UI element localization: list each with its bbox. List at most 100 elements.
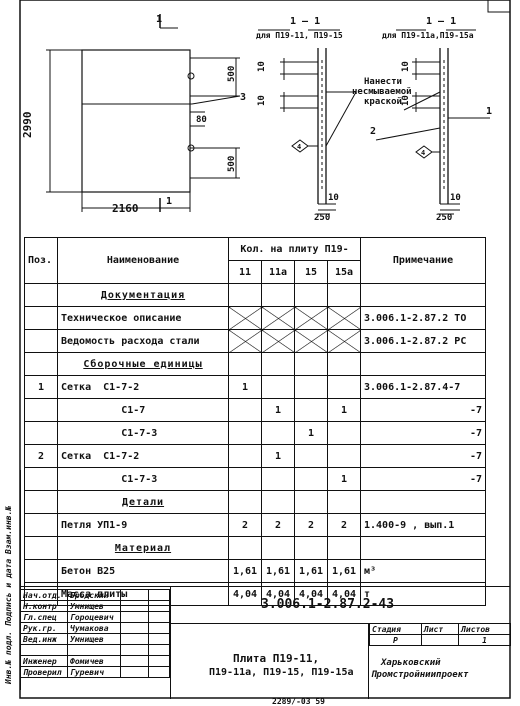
- spec-qty: [294, 467, 328, 491]
- signature-sign: [120, 611, 149, 623]
- spec-qty: [294, 283, 328, 307]
- spec-name: Ведомость расхода стали: [57, 329, 229, 353]
- stage-cell: Стадия Лист Листов Р 1 Харьковский Промс…: [368, 623, 511, 699]
- spec-pos: 2: [24, 444, 58, 468]
- stage-label: Стадия: [369, 623, 422, 635]
- spec-qty: 1,61: [294, 559, 328, 583]
- doc-code: 3.006.1-2.87.2-43: [261, 597, 395, 612]
- title-cell: Плита П19-11, П19-11а, П19-15, П19-15а: [170, 623, 369, 699]
- signature-sign: [120, 666, 149, 678]
- org-line1: Харьковский: [381, 658, 441, 668]
- section1-label: 1 — 1: [290, 16, 321, 27]
- spec-row: Ведомость расхода стали 3.006.1-2.87.2 РС: [24, 329, 486, 353]
- sheet-value: [420, 634, 460, 646]
- qty-col: 11а: [261, 260, 295, 284]
- spec-qty: [294, 329, 328, 353]
- plan-section-mark-top: 1: [156, 14, 163, 25]
- spec-qty: [294, 398, 328, 422]
- spec-note: -7: [360, 467, 486, 491]
- spec-qty: [228, 329, 262, 353]
- spec-note: м³: [360, 559, 486, 583]
- spec-qty: [261, 467, 295, 491]
- spec-qty: [261, 536, 295, 560]
- spec-note: [360, 283, 486, 307]
- spec-qty: [261, 329, 295, 353]
- spec-qty: 2: [261, 513, 295, 537]
- spec-pos: [24, 513, 58, 537]
- spec-qty: 1,61: [228, 559, 262, 583]
- spec-pos: [24, 306, 58, 330]
- signature-date: [148, 655, 170, 667]
- spec-name: Техническое описание: [57, 306, 229, 330]
- plan-view: [46, 14, 241, 212]
- signature-date: [148, 600, 170, 612]
- dim-top: 500: [227, 65, 237, 82]
- spec-name: Бетон В25: [57, 559, 229, 583]
- spec-qty: [261, 306, 295, 330]
- signature-name: Гуревич: [67, 666, 121, 678]
- spec-qty: [327, 536, 361, 560]
- spec-qty: [228, 444, 262, 468]
- spec-note: 3.006.1-2.87.2 РС: [360, 329, 486, 353]
- spec-qty: [327, 306, 361, 330]
- spec-name: С1-7-3: [57, 421, 229, 445]
- spec-row: Детали: [24, 490, 486, 514]
- signature-role: Гл.спец: [20, 611, 68, 623]
- leader-2: 2: [370, 126, 377, 137]
- spec-qty: 1: [228, 375, 262, 399]
- section-right: [375, 29, 490, 215]
- spec-qty: [327, 352, 361, 376]
- spec-row: Документация: [24, 283, 486, 307]
- signature-role: Инженер: [20, 655, 68, 667]
- signature-name: Умнищев: [67, 600, 121, 612]
- dim-10-left-b: 10: [257, 95, 267, 106]
- spec-note: 3.006.1-2.87.2 ТО: [360, 306, 486, 330]
- signature-sign: [120, 622, 149, 634]
- dim-250-left: 250: [314, 213, 331, 223]
- signature-row: Рук.гр.Чумакова: [20, 622, 170, 634]
- spec-qty: 1: [294, 421, 328, 445]
- spec-qty: 1: [327, 467, 361, 491]
- spec-qty: [327, 283, 361, 307]
- spec-name: Сетка С1-7-2: [57, 375, 229, 399]
- spec-pos: [24, 467, 58, 491]
- spec-qty: 1,61: [261, 559, 295, 583]
- signature-role: Н.контр: [20, 600, 68, 612]
- section-left: [258, 29, 357, 215]
- spec-qty: 1,61: [327, 559, 361, 583]
- spec-qty: [327, 329, 361, 353]
- leader-1: 1: [486, 106, 493, 117]
- sheets-value: 1: [458, 634, 511, 646]
- spec-qty: [327, 421, 361, 445]
- dim-250-right: 250: [436, 213, 453, 223]
- spec-qty: [294, 375, 328, 399]
- doc-code-cell: 3.006.1-2.87.2-43: [170, 587, 511, 624]
- signature-name: Умнищев: [67, 633, 121, 645]
- spec-note: 3.006.1-2.87.4-7: [360, 375, 486, 399]
- spec-qty: [228, 490, 262, 514]
- signature-date: [148, 589, 170, 601]
- signature-date: [148, 633, 170, 645]
- spec-row: Техническое описание 3.006.1-2.87.2 ТО: [24, 306, 486, 330]
- org-line2: Промстройниипроект: [371, 670, 469, 680]
- header-qty: Кол. на плиту П19-: [228, 237, 361, 261]
- signature-row: Нач.отд.Бродский: [20, 589, 170, 601]
- note-line3: краской: [364, 97, 402, 107]
- footer-code: 2289/-03 59: [272, 697, 325, 706]
- spec-qty: 2: [228, 513, 262, 537]
- signature-date: [148, 611, 170, 623]
- plan-section-mark-bottom: 1: [166, 196, 173, 207]
- title-block: 3.006.1-2.87.2-43 Плита П19-11, П19-11а,…: [20, 586, 511, 699]
- dim-height: 2990: [21, 111, 34, 139]
- spec-subheader-row: 11 11а 15 15а: [25, 260, 486, 284]
- signature-role: Рук.гр.: [20, 622, 68, 634]
- spec-qty: [228, 536, 262, 560]
- section2-caption: для П19-11а,П19-15а: [382, 31, 474, 40]
- spec-name: Детали: [57, 490, 229, 514]
- sheets-label: Листов: [458, 623, 511, 635]
- spec-qty: [228, 467, 262, 491]
